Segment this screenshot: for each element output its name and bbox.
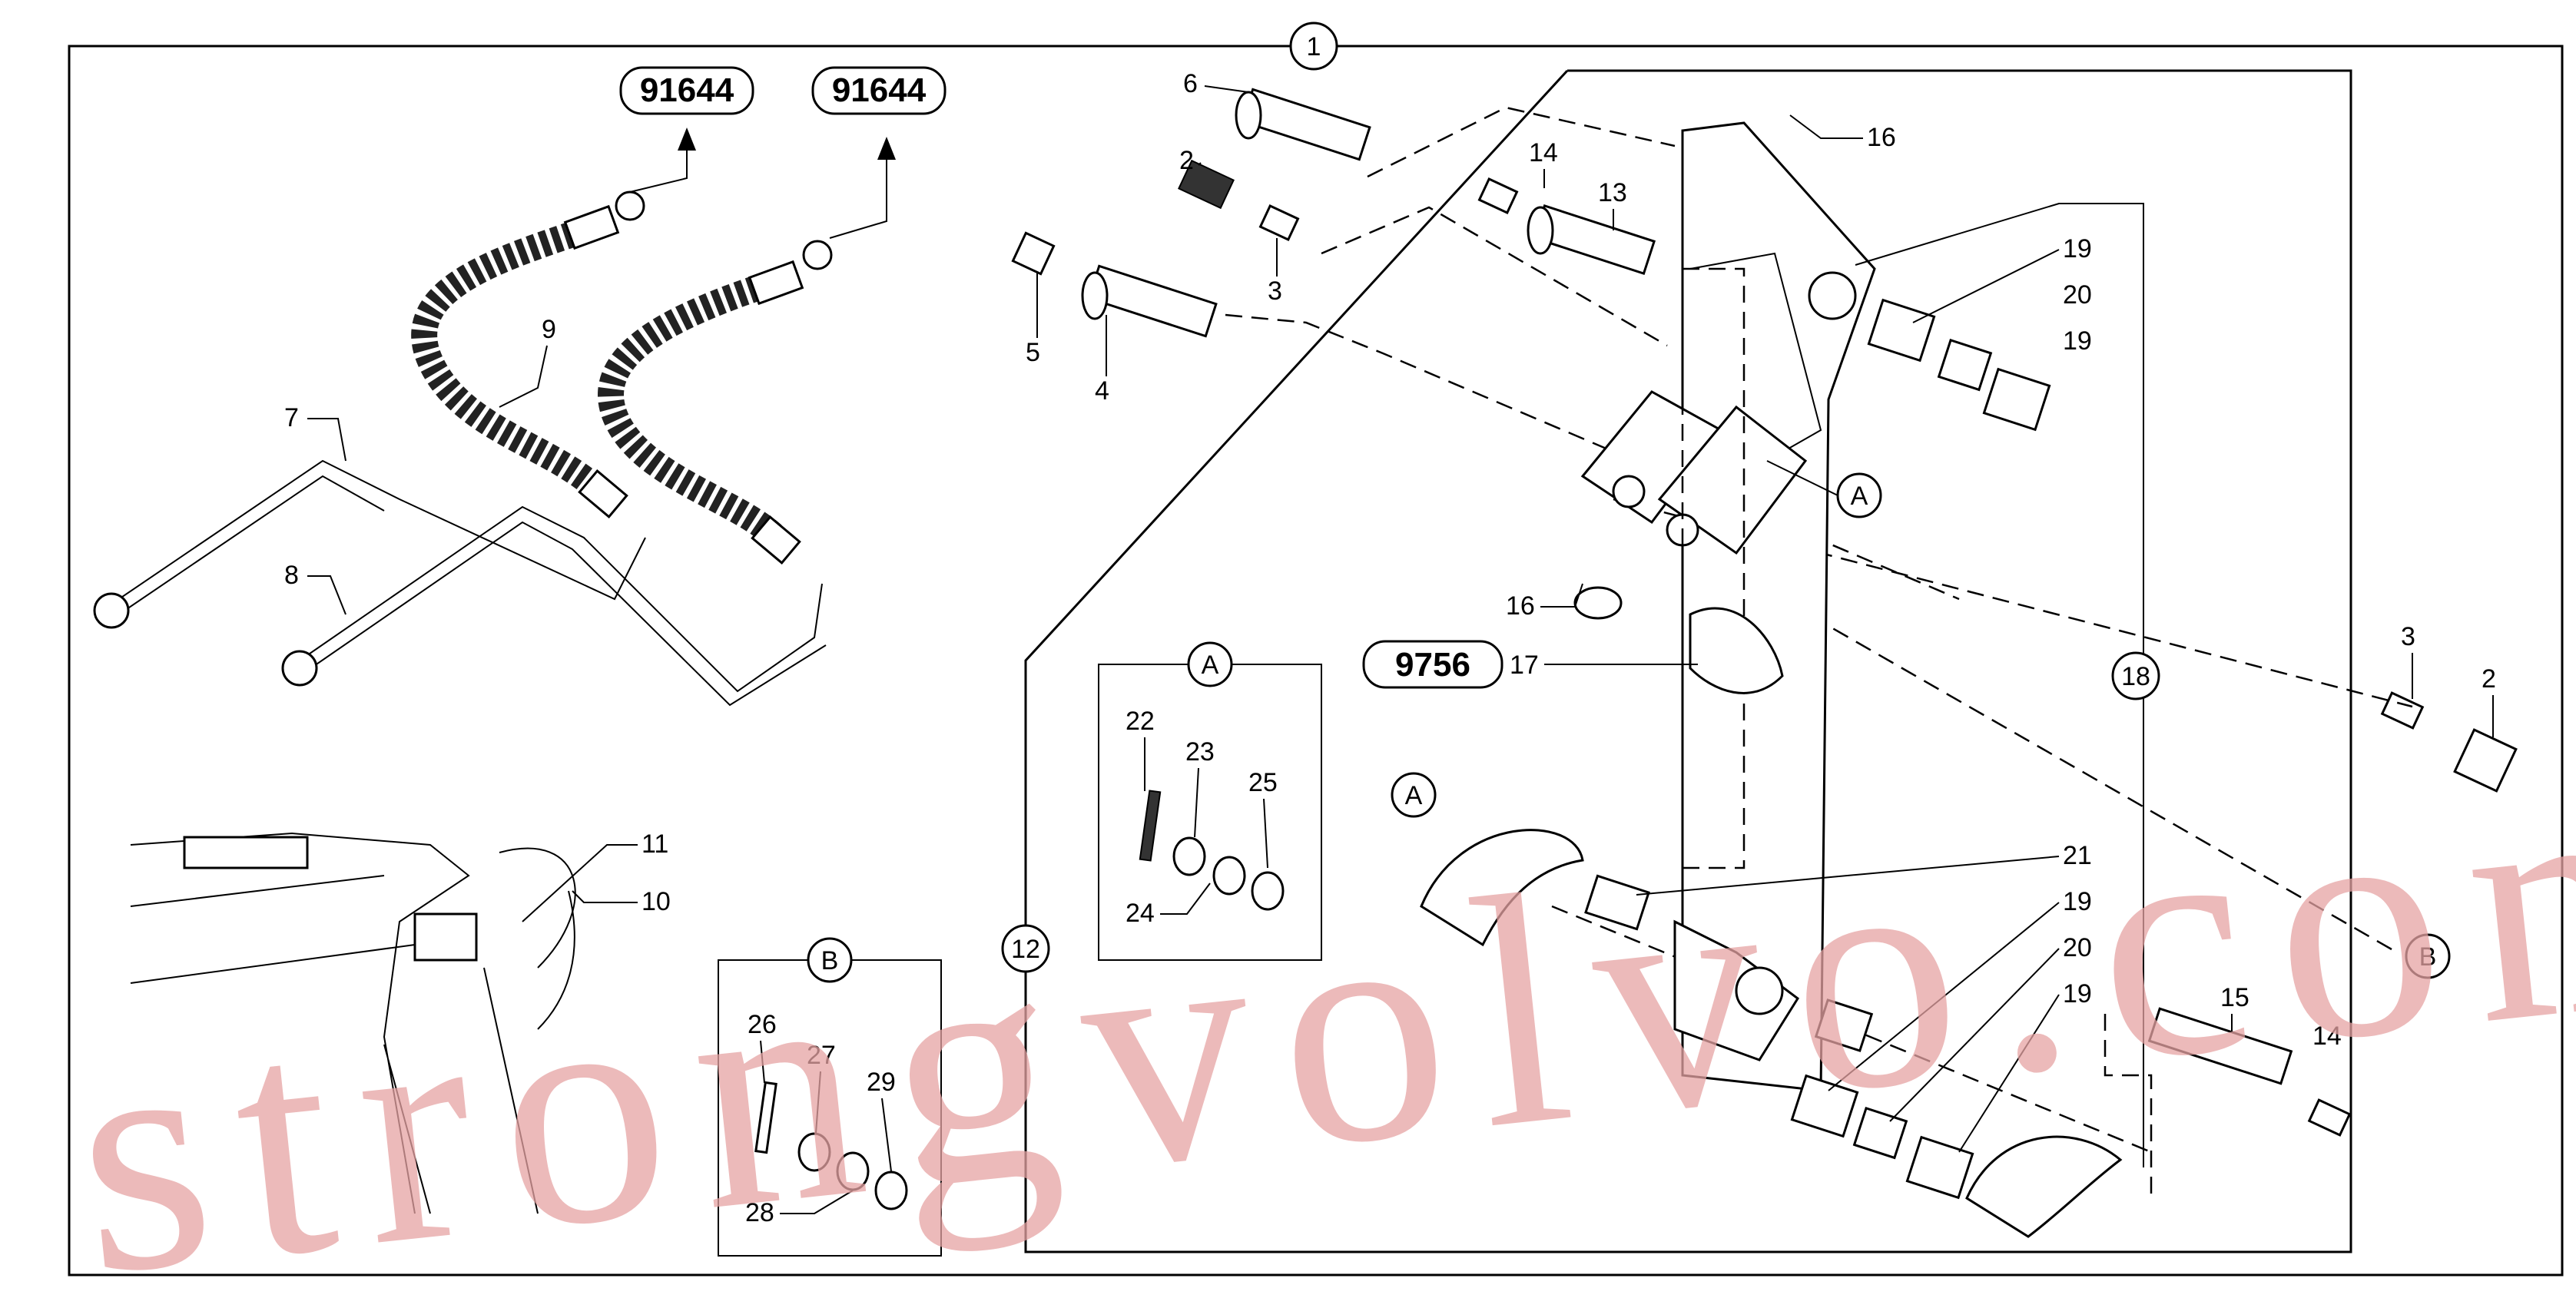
callout-24: 24 [1126,899,1155,928]
callout-7: 7 [284,403,299,432]
pipe-assembly [93,459,827,707]
detail-a-label: A [1202,651,1219,680]
callout-25: 25 [1248,768,1278,797]
callout-b-right: B [2419,942,2437,972]
circle-1-label: 1 [1307,32,1321,61]
callout-3: 3 [1268,277,1282,306]
callout-8: 8 [284,561,299,590]
bushings [1573,298,2352,1200]
detail-b-label: B [821,946,839,975]
callout-15: 15 [2220,983,2249,1012]
callout-29: 29 [867,1068,896,1097]
ref-box-right-label: 91644 [832,71,927,109]
callout-19-b: 19 [2063,326,2092,356]
main-assembly-boundary [1024,69,2352,1253]
callout-23: 23 [1185,737,1215,767]
callout-26: 26 [748,1010,777,1039]
callout-20-a: 20 [2063,280,2092,310]
callout-21: 21 [2063,841,2092,870]
callout-22: 22 [1126,707,1155,736]
callout-19-c: 19 [2063,887,2092,916]
callout-19-a: 19 [2063,234,2092,263]
callout-18: 18 [2121,662,2150,691]
callout-a-link: A [1405,781,1423,810]
callout-14: 14 [1529,138,1558,167]
callout-6: 6 [1183,69,1198,98]
circle-b-right [2405,933,2451,979]
callout-9: 9 [542,315,556,344]
circle-1 [1289,22,1338,71]
ref-box-mid: 9756 [1362,640,1698,689]
callout-28: 28 [745,1198,774,1227]
pins-and-fittings [1011,88,2518,793]
callout-2: 2 [1179,146,1194,175]
detail-b: B [718,937,942,1257]
callout-27: 27 [807,1041,836,1070]
callout-5: 5 [1026,338,1040,367]
links [1420,829,2123,1238]
arm-assembly [1580,121,1876,1092]
callout-16-top: 16 [1867,123,1896,152]
callout-16-mid: 16 [1506,591,1535,621]
detail-a: A [1098,641,1322,961]
callout-17: 17 [1510,651,1539,680]
circle-a-link [1391,772,1437,818]
ref-box-mid-label: 9756 [1395,646,1470,684]
callout-12: 12 [1011,935,1040,964]
arrow-up-icon [678,127,696,151]
circle-18 [2111,651,2160,700]
callout-10: 10 [642,887,671,916]
callout-2-b: 2 [2482,664,2496,694]
hose-pair [411,190,833,565]
callout-11: 11 [642,830,668,859]
callout-13: 13 [1598,178,1627,207]
callout-a-arm: A [1851,482,1868,511]
arrow-up-icon [877,137,896,160]
callout-14-b: 14 [2312,1022,2342,1051]
boom-sketch [130,832,576,1214]
ref-box-left-label: 91644 [640,71,734,109]
callout-4: 4 [1095,376,1109,406]
callout-3-b: 3 [2401,622,2415,651]
watermark-text: strongvolvo.com [61,700,2576,1304]
callout-20-b: 20 [2063,933,2092,962]
ref-box-left: 91644 [619,66,754,193]
callout-19-d: 19 [2063,979,2092,1008]
circle-12 [1001,924,1050,973]
ref-box-right: 91644 [811,66,947,239]
callouts: 6 2 3 5 4 14 13 16 16 17 9 7 8 11 10 19 … [284,69,2496,1227]
